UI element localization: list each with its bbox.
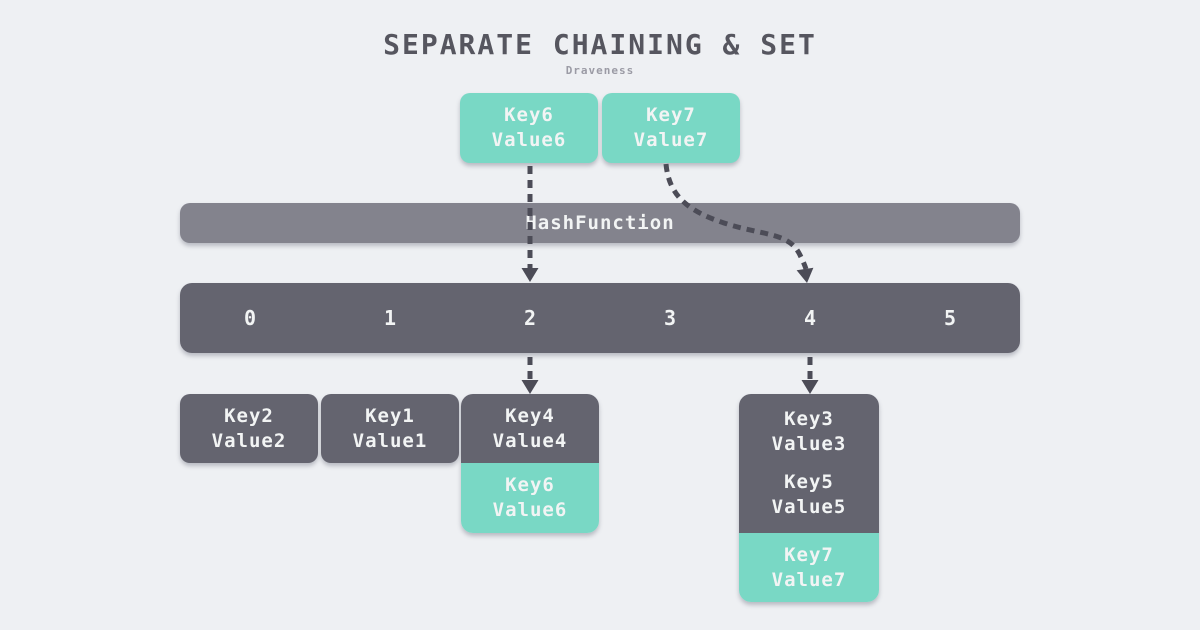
bucket-array: 0 1 2 3 4 5 <box>180 283 1020 353</box>
chain-slot-2-inserted: Key6 Value6 <box>461 463 599 533</box>
entry-value: Value3 <box>771 433 847 455</box>
chain-slot-1: Key1 Value1 <box>321 394 459 463</box>
chain-slot-0: Key2 Value2 <box>180 394 318 463</box>
entry-value: Value5 <box>771 496 847 518</box>
hash-function-bar: HashFunction <box>180 203 1020 243</box>
bucket-slot-3: 3 <box>663 306 677 330</box>
diagram-title: SEPARATE CHAINING & SET <box>383 28 817 61</box>
bucket-slot-2: 2 <box>523 306 537 330</box>
incoming-pair-key7: Key7 Value7 <box>602 93 740 163</box>
entry-value: Value1 <box>352 429 428 452</box>
diagram-author: Draveness <box>565 64 635 77</box>
chain-slot-2: Key4 Value4 Key6 Value6 <box>461 394 599 533</box>
bucket-slot-1: 1 <box>383 306 397 330</box>
arrowhead <box>796 267 814 283</box>
entry-key: Key6 <box>505 474 555 496</box>
hash-function-label: HashFunction <box>525 212 675 234</box>
chain-entry: Key2 Value2 <box>212 404 287 454</box>
entry-value: Value6 <box>491 129 567 151</box>
bucket-slot-0: 0 <box>243 306 257 330</box>
chain-slot-4-inserted: Key7 Value7 <box>739 533 879 602</box>
entry-key: Key2 <box>224 404 274 427</box>
entry-value: Value6 <box>492 499 568 521</box>
entry-key: Key7 <box>646 104 696 126</box>
arrowhead <box>521 268 539 282</box>
entry-value: Value4 <box>492 429 568 452</box>
entry-value: Value2 <box>211 429 287 452</box>
chain-entry: Key3 Value3 <box>772 407 847 457</box>
bucket-slot-5: 5 <box>943 306 957 330</box>
chain-entry: Key4 Value4 <box>493 404 568 454</box>
chain-slot-2-existing: Key4 Value4 <box>461 394 599 463</box>
incoming-pair-key6: Key6 Value6 <box>460 93 598 163</box>
chain-entry: Key5 Value5 <box>772 470 847 520</box>
entry-key: Key1 <box>365 404 415 427</box>
entry-key: Key4 <box>505 404 555 427</box>
entry-key: Key6 <box>504 104 554 126</box>
arrowhead <box>801 380 819 394</box>
entry-value: Value7 <box>633 129 709 151</box>
entry-key: Key5 <box>784 471 834 493</box>
pair-entry: Key6 Value6 <box>492 103 567 153</box>
arrowhead <box>521 380 539 394</box>
chain-slot-4: Key3 Value3 Key5 Value5 Key7 Value7 <box>739 394 879 602</box>
chain-entry: Key6 Value6 <box>493 473 568 523</box>
pair-entry: Key7 Value7 <box>634 103 709 153</box>
chain-entry: Key1 Value1 <box>353 404 428 454</box>
chain-slot-4-existing: Key3 Value3 Key5 Value5 <box>739 394 879 533</box>
entry-value: Value7 <box>771 568 847 591</box>
chain-entry: Key7 Value7 <box>772 543 847 593</box>
entry-key: Key7 <box>784 543 834 566</box>
entry-key: Key3 <box>784 408 834 430</box>
bucket-slot-4: 4 <box>803 306 817 330</box>
